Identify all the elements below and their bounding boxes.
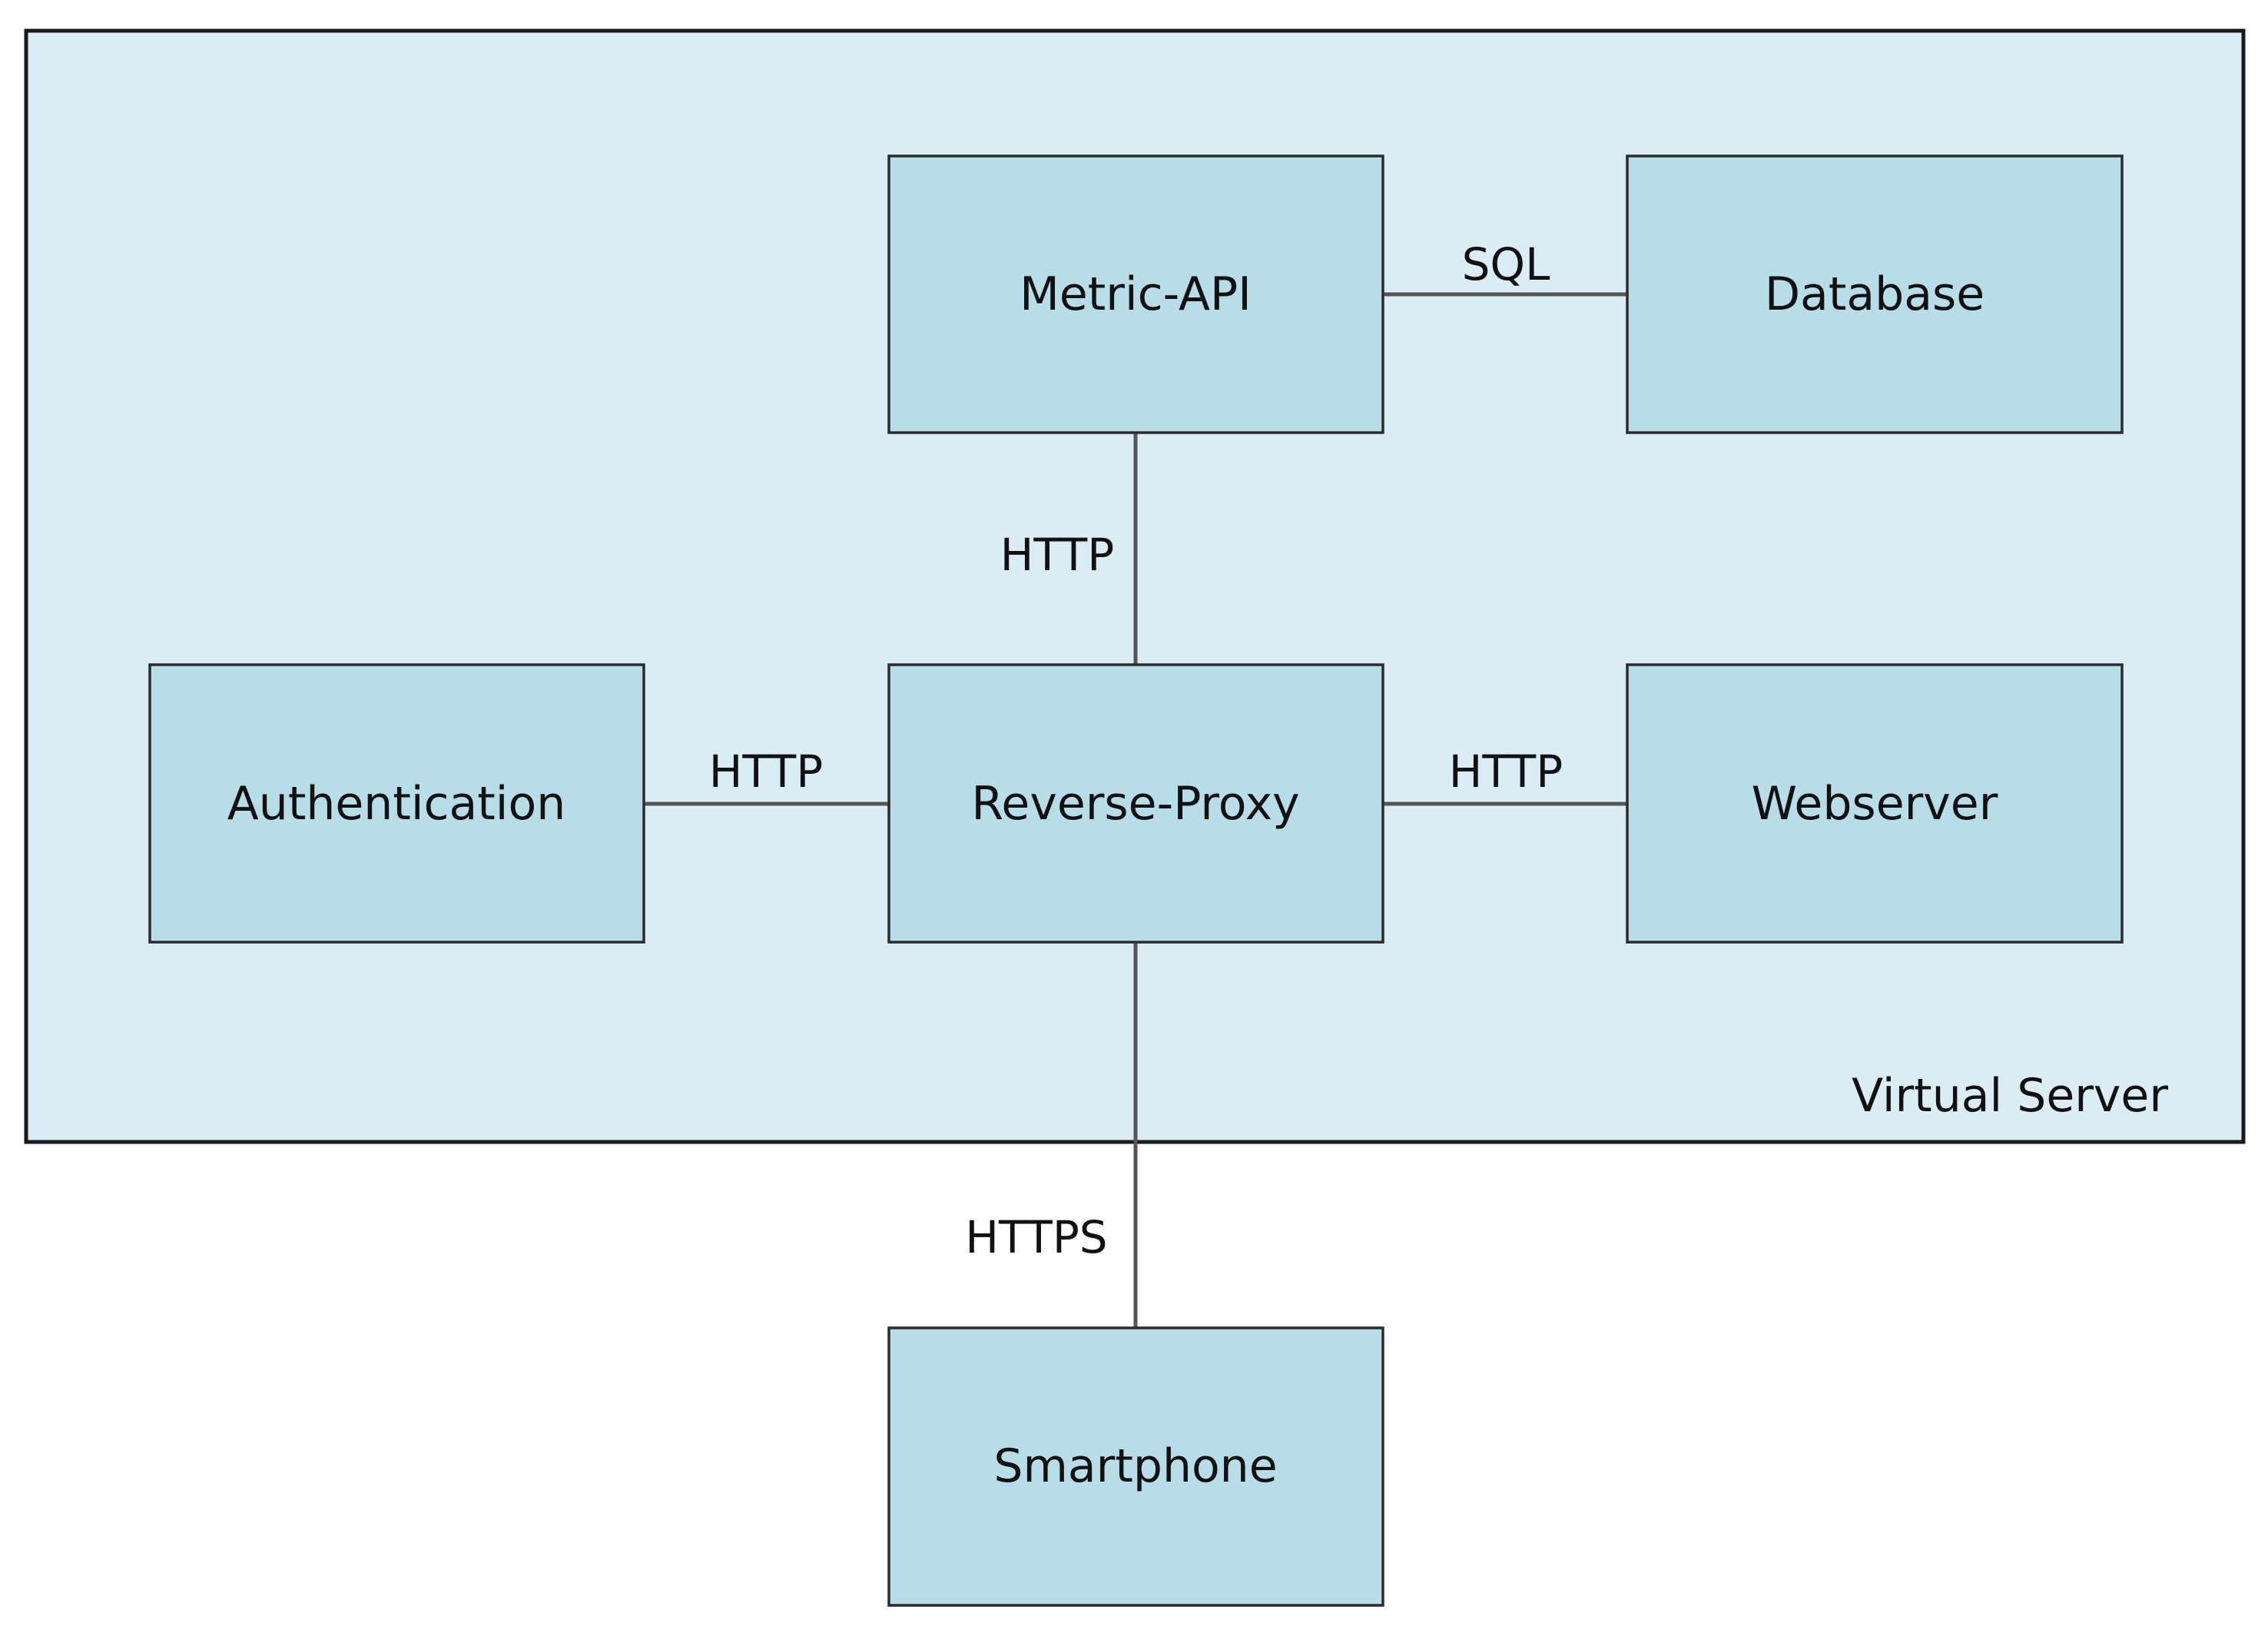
node-reverse-proxy-box bbox=[887, 663, 1384, 944]
node-authentication-label: Authentication bbox=[227, 777, 565, 831]
edge-label-http-authentication: HTTP bbox=[709, 745, 823, 798]
virtual-server-label: Virtual Server bbox=[1852, 1069, 2168, 1123]
node-smartphone: Smartphone bbox=[887, 1326, 1384, 1607]
node-database-box bbox=[1626, 154, 2124, 434]
edge-label-http-metric-api: HTTP bbox=[1000, 529, 1114, 581]
node-reverse-proxy-label: Reverse-Proxy bbox=[971, 777, 1299, 831]
edge-label-sql: SQL bbox=[1462, 238, 1550, 290]
node-webserver-box bbox=[1626, 663, 2124, 944]
node-metric-api-label: Metric-API bbox=[1020, 267, 1252, 321]
node-webserver: Webserver bbox=[1626, 663, 2124, 944]
node-metric-api: Metric-API bbox=[887, 154, 1384, 434]
node-smartphone-label: Smartphone bbox=[993, 1439, 1277, 1493]
node-database: Database bbox=[1626, 154, 2124, 434]
node-database-label: Database bbox=[1765, 267, 1984, 321]
node-reverse-proxy: Reverse-Proxy bbox=[887, 663, 1384, 944]
node-authentication-box bbox=[148, 663, 645, 944]
node-authentication: Authentication bbox=[148, 663, 645, 944]
node-metric-api-box bbox=[887, 154, 1384, 434]
edge-label-http-webserver: HTTP bbox=[1449, 745, 1563, 798]
node-smartphone-box bbox=[887, 1326, 1384, 1607]
edge-label-https-smartphone: HTTPS bbox=[965, 1211, 1107, 1263]
node-webserver-label: Webserver bbox=[1752, 777, 1998, 831]
